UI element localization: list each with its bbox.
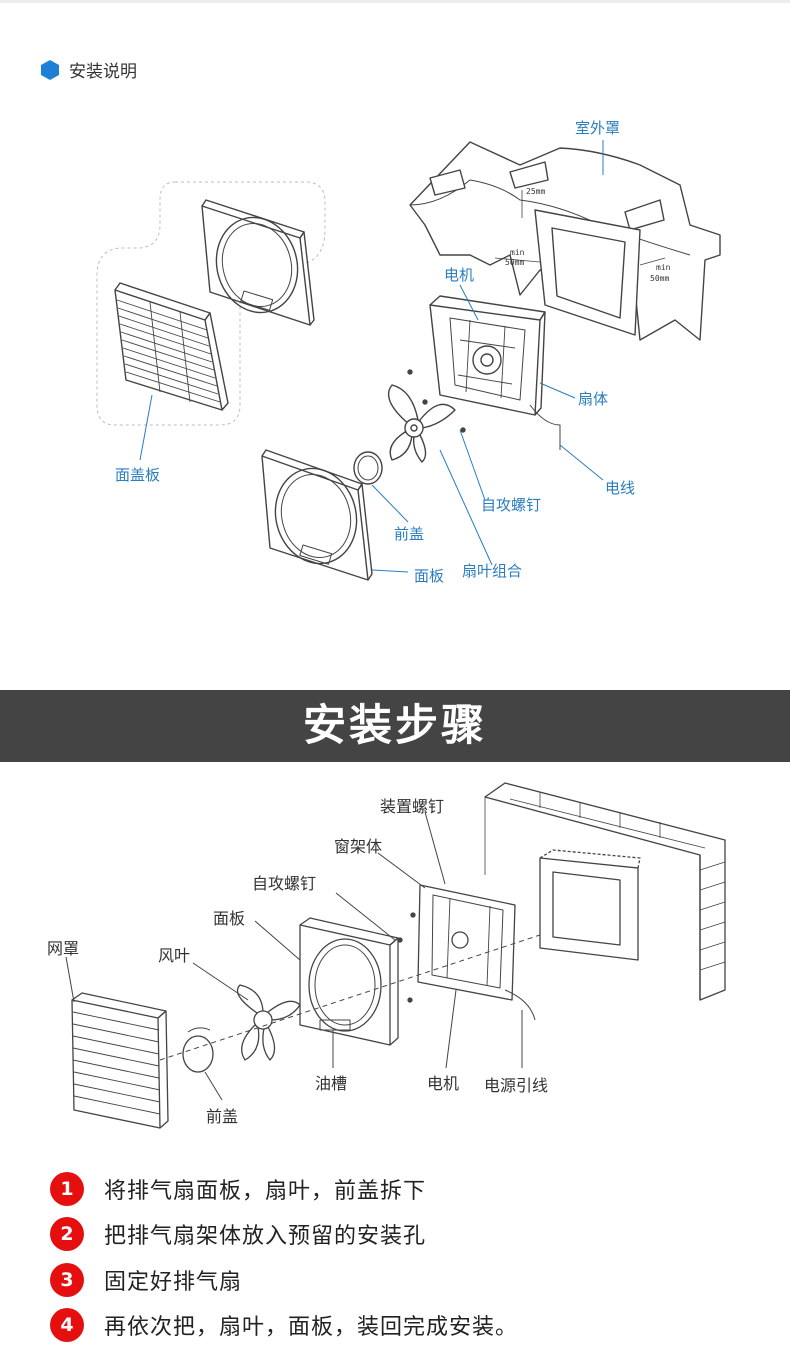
dim-min-2: min bbox=[656, 263, 671, 272]
installation-diagram: 25mm min 50mm min 50mm bbox=[96, 140, 721, 581]
section-title: 安装说明 bbox=[69, 62, 137, 82]
dim-50mm-2: 50mm bbox=[650, 274, 669, 283]
label-outdoor-cover: 室外罩 bbox=[575, 119, 621, 137]
label-panel-2: 面板 bbox=[213, 909, 246, 928]
label-panel: 面板 bbox=[414, 567, 445, 585]
step-text: 再依次把，扇叶，面板，装回完成安装。 bbox=[104, 1315, 519, 1341]
label-front-cap-2: 前盖 bbox=[206, 1107, 239, 1126]
label-tap-screw: 自攻螺钉 bbox=[252, 874, 317, 893]
dim-min-1: min bbox=[510, 248, 525, 257]
step-text: 将排气扇面板，扇叶，前盖拆下 bbox=[104, 1178, 427, 1204]
label-front-cap: 前盖 bbox=[394, 525, 425, 543]
step-number-badge: 4 bbox=[50, 1308, 84, 1343]
steps-diagram bbox=[65, 782, 726, 1129]
label-fan-blade: 风叶 bbox=[158, 946, 191, 965]
label-grille: 网罩 bbox=[47, 939, 80, 958]
step-2: 2 把排气扇架体放入预留的安装孔 bbox=[50, 1212, 518, 1258]
step-number-badge: 1 bbox=[50, 1171, 84, 1206]
dim-50mm-1: 50mm bbox=[505, 258, 524, 267]
label-wire: 电线 bbox=[605, 479, 636, 497]
step-4: 4 再依次把，扇叶，面板，装回完成安装。 bbox=[50, 1303, 518, 1349]
label-face-cover: 面盖板 bbox=[115, 466, 161, 484]
step-text: 固定好排气扇 bbox=[104, 1269, 243, 1295]
label-motor-2: 电机 bbox=[427, 1074, 460, 1093]
step-text: 把排气扇架体放入预留的安装孔 bbox=[104, 1224, 427, 1250]
label-window-frame: 窗架体 bbox=[334, 837, 383, 856]
label-oil-tank: 油槽 bbox=[315, 1074, 348, 1093]
label-blade-assembly: 扇叶组合 bbox=[462, 562, 523, 580]
label-mount-screw: 装置螺钉 bbox=[380, 797, 445, 816]
steps-list: 1 将排气扇面板，扇叶，前盖拆下 2 把排气扇架体放入预留的安装孔 3 固定好排… bbox=[50, 1166, 518, 1348]
steps-banner: 安装步骤 bbox=[0, 690, 790, 762]
label-screw: 自攻螺钉 bbox=[481, 496, 542, 514]
top-divider bbox=[0, 0, 790, 3]
step-number-badge: 3 bbox=[50, 1262, 84, 1297]
label-power-cord: 电源引线 bbox=[484, 1076, 549, 1095]
section-heading: 安装说明 bbox=[40, 57, 137, 82]
step-number-badge: 2 bbox=[50, 1217, 84, 1252]
dim-25mm: 25mm bbox=[526, 187, 545, 196]
label-fan-body: 扇体 bbox=[578, 390, 609, 408]
step-3: 3 固定好排气扇 bbox=[50, 1257, 518, 1303]
step-1: 1 将排气扇面板，扇叶，前盖拆下 bbox=[50, 1166, 518, 1212]
hexagon-icon bbox=[41, 59, 59, 80]
label-motor: 电机 bbox=[444, 266, 475, 284]
